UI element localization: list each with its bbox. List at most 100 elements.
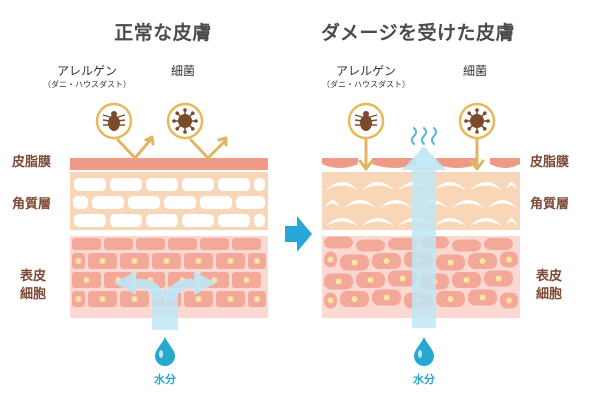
epidermal-cell-label-right-line2: 細胞 <box>536 287 563 302</box>
water-drop-icon-highlight <box>159 350 163 358</box>
right-corneocyte <box>344 200 376 208</box>
right-sebum-film-fragment <box>436 158 478 168</box>
stratum-corneum-label-left: 角質層 <box>12 197 52 212</box>
allergen-label-right: アレルゲン <box>335 64 397 78</box>
water-drop-icon <box>414 337 434 366</box>
left-epidermal-cell <box>104 238 133 250</box>
right-cell-nucleus <box>463 277 470 283</box>
left-corneocyte <box>236 196 265 209</box>
left-corneocyte <box>164 196 196 209</box>
bacteria-bounce-arrow-head <box>217 136 228 147</box>
left-cell-nucleus <box>163 258 170 264</box>
left-corneocyte <box>254 178 265 191</box>
right-corneocyte <box>470 182 502 190</box>
left-cell-nucleus <box>195 296 202 302</box>
left-epidermal-cell <box>232 238 261 250</box>
water-drop-icon-highlight <box>418 350 422 358</box>
right-corneocyte <box>326 182 358 190</box>
water-drop-icon <box>155 337 175 366</box>
allergen-penetration-arrow-head <box>358 159 374 171</box>
left-cell-nucleus <box>131 296 138 302</box>
right-epidermal-cell <box>356 239 385 252</box>
left-epidermal-cell <box>168 238 197 250</box>
left-corneocyte <box>254 214 265 227</box>
left-corneocyte <box>218 214 250 227</box>
right-cell-nucleus <box>351 296 358 302</box>
left-corneocyte <box>110 214 142 227</box>
right-corneocyte <box>362 218 394 226</box>
stratum-corneum-label-right: 角質層 <box>530 197 570 212</box>
epidermal-cell-label-left-line1: 表皮 <box>20 269 47 284</box>
left-corneocyte <box>218 178 250 191</box>
bacteria-label-left: 細菌 <box>170 64 196 78</box>
right-corneocyte <box>325 200 340 208</box>
left-sebum-film <box>70 158 268 170</box>
left-corneocyte <box>74 214 106 227</box>
left-corneocyte <box>182 178 214 191</box>
right-cell-nucleus <box>335 278 342 285</box>
allergen-bounce-arrow <box>116 136 154 160</box>
left-cell-nucleus <box>99 258 106 264</box>
right-cell-nucleus <box>327 256 334 263</box>
right-corneocyte <box>434 182 466 190</box>
allergen-bounce-arrow-head <box>144 135 155 146</box>
right-cell-nucleus <box>506 297 512 304</box>
water-label-left: 水分 <box>154 373 176 386</box>
right-sebum-film-fragment <box>490 158 520 168</box>
right-cell-nucleus <box>479 258 486 264</box>
epidermal-cell-label-left-line2: 細胞 <box>20 287 47 302</box>
right-cell-nucleus <box>506 256 512 263</box>
left-epidermal-cell <box>72 238 101 250</box>
right-cell-nucleus <box>383 258 390 264</box>
bacteria-penetration-arrow-head <box>469 159 485 171</box>
left-cell-nucleus <box>75 258 82 264</box>
right-cell-nucleus <box>447 259 454 266</box>
allergen-examples-right: （ダニ・ハウスダスト） <box>322 80 410 89</box>
left-cell-nucleus <box>131 258 138 264</box>
left-cell-nucleus <box>99 296 106 302</box>
steam-icon <box>421 127 427 145</box>
left-water-arrow-branch-left <box>114 271 165 301</box>
right-corneocyte <box>488 200 517 208</box>
left-corneocyte <box>92 196 124 209</box>
right-cell-nucleus <box>495 275 502 282</box>
right-water-arrow-head <box>402 146 446 170</box>
right-corneocyte <box>434 218 466 226</box>
left-cell-nucleus <box>195 258 202 264</box>
right-sebum-film-fragment <box>322 158 358 168</box>
mite-icon <box>95 102 133 140</box>
right-cell-nucleus <box>447 296 454 302</box>
allergen-examples-left: （ダニ・ハウスダスト） <box>43 80 131 89</box>
allergen-label-left: アレルゲン <box>56 64 118 78</box>
left-cell-nucleus <box>75 296 82 302</box>
left-corneocyte <box>74 178 106 191</box>
left-corneocyte <box>73 196 88 209</box>
mite-icon <box>347 102 385 140</box>
bacteria-icon <box>458 102 496 140</box>
right-corneocyte <box>326 218 358 226</box>
damaged-skin-title: ダメージを受けた皮膚 <box>320 22 516 44</box>
bacteria-bounce-arrow <box>189 138 228 160</box>
left-corneocyte <box>146 178 178 191</box>
right-cell-nucleus <box>327 297 334 304</box>
arrow-right-icon <box>285 216 312 252</box>
bacteria-label-right: 細菌 <box>462 64 488 78</box>
left-corneocyte <box>200 196 232 209</box>
left-corneocyte <box>182 214 214 227</box>
left-cell-nucleus <box>243 277 250 283</box>
right-corneocyte <box>506 182 517 190</box>
right-epidermal-cell <box>324 236 353 249</box>
sebum-label-left: 皮脂膜 <box>12 155 52 170</box>
left-cell-nucleus <box>83 277 90 283</box>
left-corneocyte <box>146 214 178 227</box>
left-epidermal-cell <box>200 238 229 250</box>
left-epidermal-cell <box>136 238 165 250</box>
left-corneocyte <box>128 196 160 209</box>
sebum-label-right: 皮脂膜 <box>530 155 570 170</box>
right-corneocyte <box>380 200 412 208</box>
right-corneocyte <box>452 200 484 208</box>
left-cell-nucleus <box>254 258 260 264</box>
right-sebum-film-fragment <box>372 158 416 168</box>
steam-icon <box>411 127 417 145</box>
